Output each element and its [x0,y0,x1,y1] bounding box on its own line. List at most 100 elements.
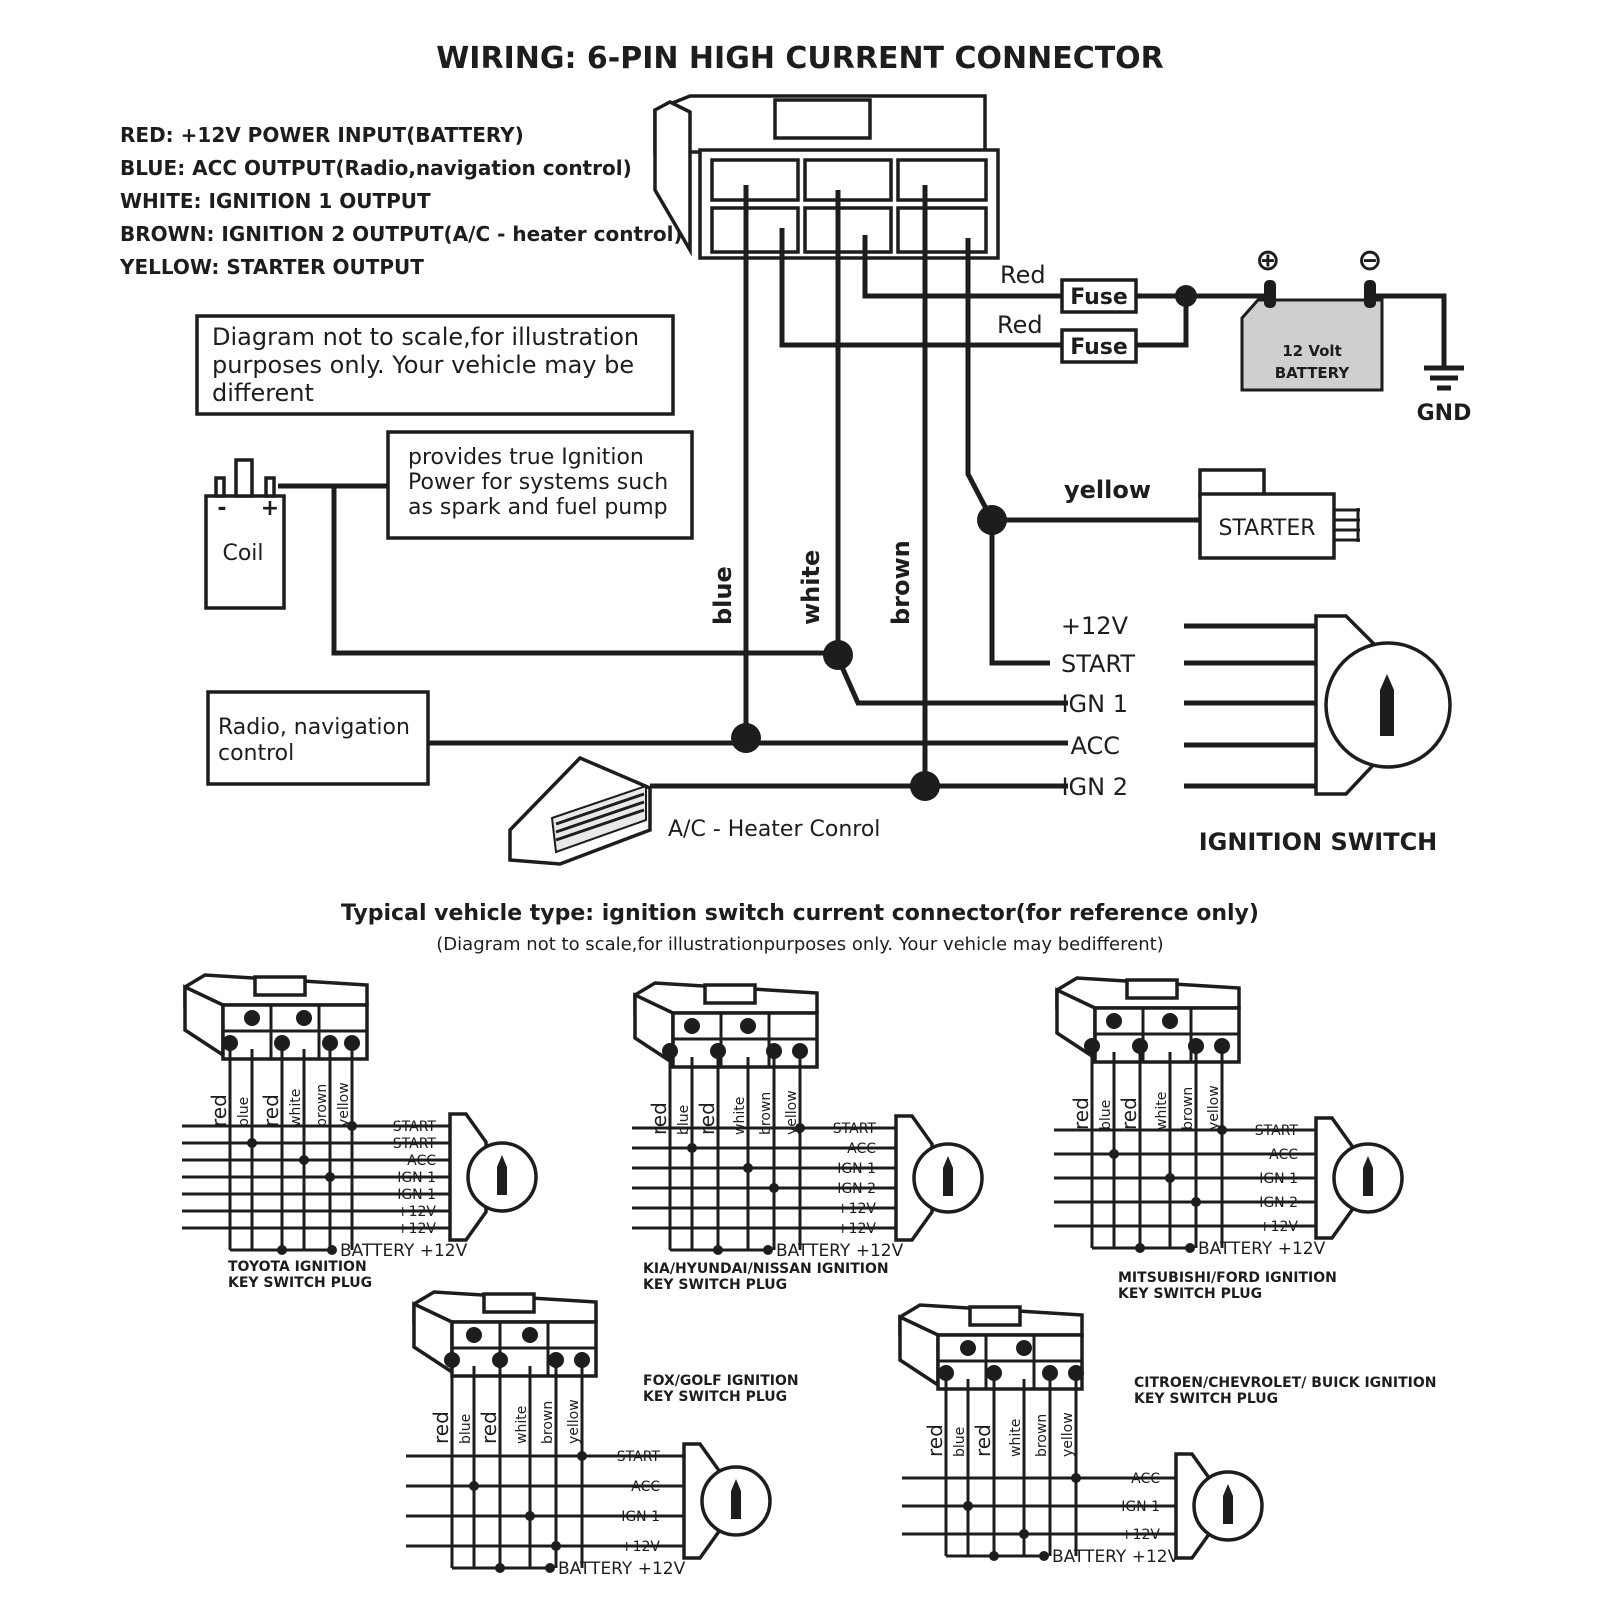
disclaimer-box: Diagram not to scale,for illustration pu… [195,314,675,416]
plug-wire-label: blue [1098,1100,1114,1130]
plug-name: CITROEN/CHEVROLET/ BUICK IGNITION [1134,1375,1436,1391]
yellow-wire [965,238,1200,523]
terminal-acc: ACC [1070,732,1120,760]
legend-white: WHITE: IGNITION 1 OUTPUT [120,189,431,213]
terminal-ign2: IGN 2 [1061,773,1128,801]
radio-navigation-box: Radio, navigation control [206,690,430,786]
key-slot-icon [731,1491,741,1519]
plug-wire-label: brown [758,1092,774,1135]
plug-terminal-label: ACC [1269,1147,1298,1163]
six-pin-connector [653,94,1000,260]
svg-text:provides true Ignition: provides true Ignition [408,445,644,470]
plug-wire-label: brown [1180,1087,1196,1130]
battery: ⊕ ⊖ 12 Volt BATTERY [1240,243,1384,392]
plug-wire-label: white [1008,1419,1024,1457]
plug-wire-label: red [477,1411,501,1444]
plug-wire-label: brown [314,1084,330,1127]
plug-wire-label: yellow [336,1082,352,1127]
plug-terminal-label: +12V [397,1221,437,1237]
battery-label-1: 12 Volt [1282,342,1342,360]
plug-terminal-label: ACC [1131,1471,1160,1487]
plug-terminal-label: START [617,1449,661,1465]
plug-battery-label: BATTERY +12V [558,1559,686,1579]
fuse-1: Fuse [1060,278,1138,314]
plug-terminal-label: IGN 1 [397,1170,436,1186]
plug-name: MITSUBISHI/FORD IGNITION [1118,1270,1337,1286]
key-slot-icon [943,1168,953,1196]
ac-heater-unit [508,755,652,866]
plug-wire-label: red [695,1102,719,1135]
plug-wire-label: red [1117,1097,1141,1130]
reference-title: Typical vehicle type: ignition switch cu… [341,901,1259,926]
plug-wire-label: yellow [566,1399,582,1444]
plug-wire-label: red [259,1094,283,1127]
plug-terminal-label: START [833,1121,877,1137]
plug-name: TOYOTA IGNITION [228,1259,367,1275]
plug-wire-label: blue [236,1097,252,1127]
ignition-switch-label: IGNITION SWITCH [1199,828,1438,856]
yellow-start-wire [989,520,1050,666]
plug-terminal-label: +12V [837,1221,877,1237]
plug-wire-label: red [429,1411,453,1444]
red-label-2: Red [997,311,1043,339]
plug-terminal-label: ACC [631,1479,660,1495]
plug-terminal-label: IGN 1 [1121,1499,1160,1515]
ignition-switch [1314,614,1452,796]
plug-wire-label: white [514,1406,530,1444]
plug-terminal-label: +12V [397,1204,437,1220]
battery-label-2: BATTERY [1275,364,1351,382]
reference-subtitle: (Diagram not to scale,for illustrationpu… [436,934,1163,955]
plug-battery-label: BATTERY +12V [776,1241,904,1261]
main-wires [278,185,1447,801]
plug-terminal-label: +12V [1121,1527,1161,1543]
svg-text:Fuse: Fuse [1070,285,1128,310]
disclaimer-line-3: different [212,379,314,407]
starter-label: STARTER [1218,516,1315,541]
plug-battery-label: BATTERY +12V [1198,1239,1326,1259]
svg-text:as spark and fuel pump: as spark and fuel pump [408,495,668,520]
yellow-label: yellow [1064,476,1151,504]
legend-brown: BROWN: IGNITION 2 OUTPUT(A/C - heater co… [120,222,683,246]
plug-wire-label: yellow [784,1090,800,1135]
plug-terminal-label: IGN 1 [397,1187,436,1203]
disclaimer-line-1: Diagram not to scale,for illustration [212,323,639,351]
red-label-1: Red [1000,261,1046,289]
coil-minus: - [217,496,226,521]
gnd-label: GND [1417,401,1472,426]
key-slot-icon [1223,1496,1233,1524]
plug-name: KEY SWITCH PLUG [643,1389,787,1405]
legend-yellow: YELLOW: STARTER OUTPUT [119,255,424,279]
plug-wire-label: blue [458,1414,474,1444]
coil-ignition-wire [331,486,838,656]
brown-label: brown [887,540,915,625]
plug-wire-label: brown [540,1401,556,1444]
plug-name: KEY SWITCH PLUG [643,1277,787,1293]
plug-terminal-label: START [393,1136,437,1152]
plug-name: FOX/GOLF IGNITION [643,1373,799,1389]
plug-wire-label: white [732,1097,748,1135]
plug-terminal-label: +12V [1259,1219,1299,1235]
svg-text:Power for systems such: Power for systems such [408,470,668,495]
page-title: WIRING: 6-PIN HIGH CURRENT CONNECTOR [436,41,1164,76]
plug-terminal-label: IGN 1 [621,1509,660,1525]
plug-terminal-label: IGN 2 [1259,1195,1298,1211]
coil-plus: + [261,496,279,521]
plug-wire-label: red [647,1102,671,1135]
svg-text:control: control [218,741,294,766]
plug-wire-label: white [288,1089,304,1127]
plug-wire-label: red [207,1094,231,1127]
terminal-12v: +12V [1061,612,1129,640]
color-legend: RED: +12V POWER INPUT(BATTERY) BLUE: ACC… [119,123,683,279]
plug-wire-label: blue [676,1105,692,1135]
plug-terminal-label: IGN 1 [837,1161,876,1177]
plug-wire-label: blue [952,1427,968,1457]
plug-terminal-label: START [393,1119,437,1135]
